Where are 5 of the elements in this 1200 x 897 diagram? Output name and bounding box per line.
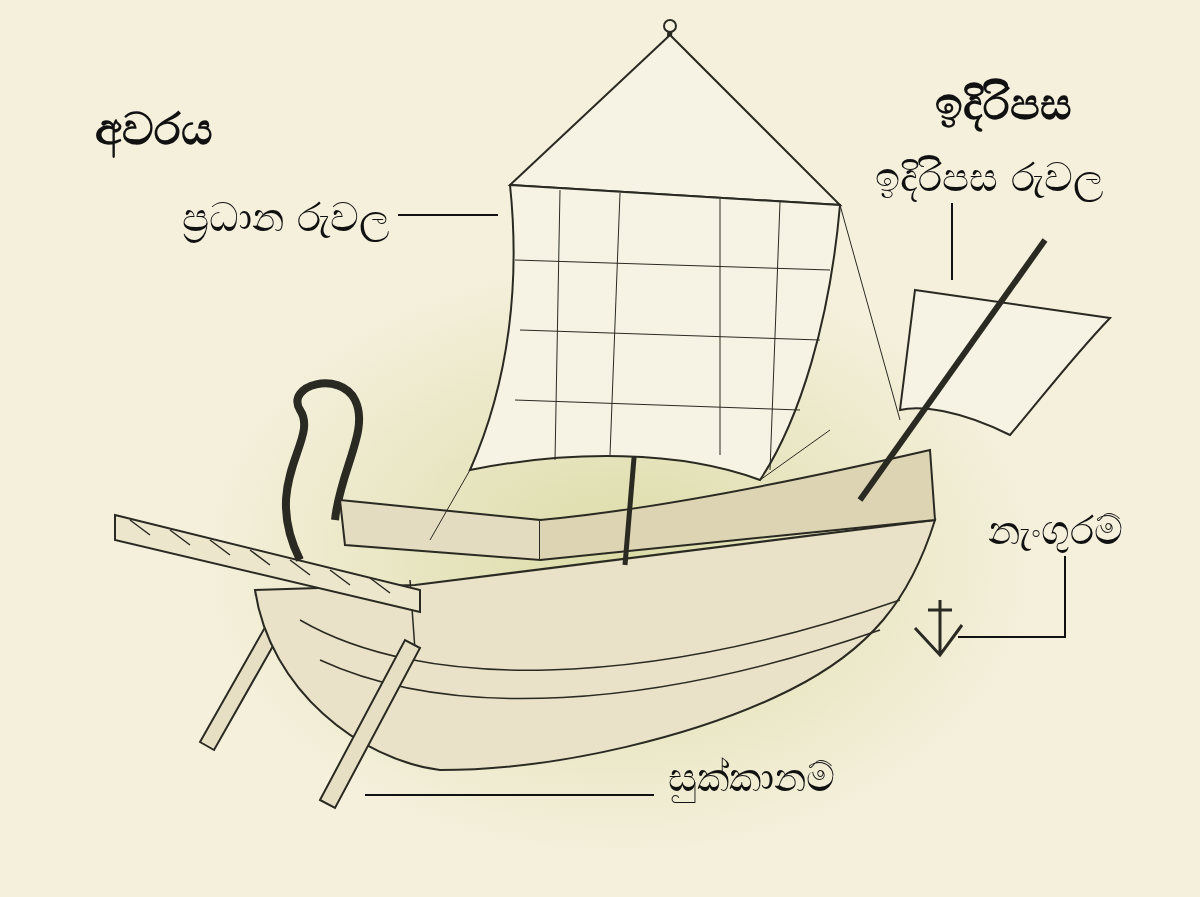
part-label: නැංගුරම් xyxy=(988,508,1123,552)
leader-line xyxy=(957,555,1066,638)
leader-line xyxy=(364,794,655,796)
leader-line xyxy=(397,214,499,216)
leader-line xyxy=(951,202,953,281)
